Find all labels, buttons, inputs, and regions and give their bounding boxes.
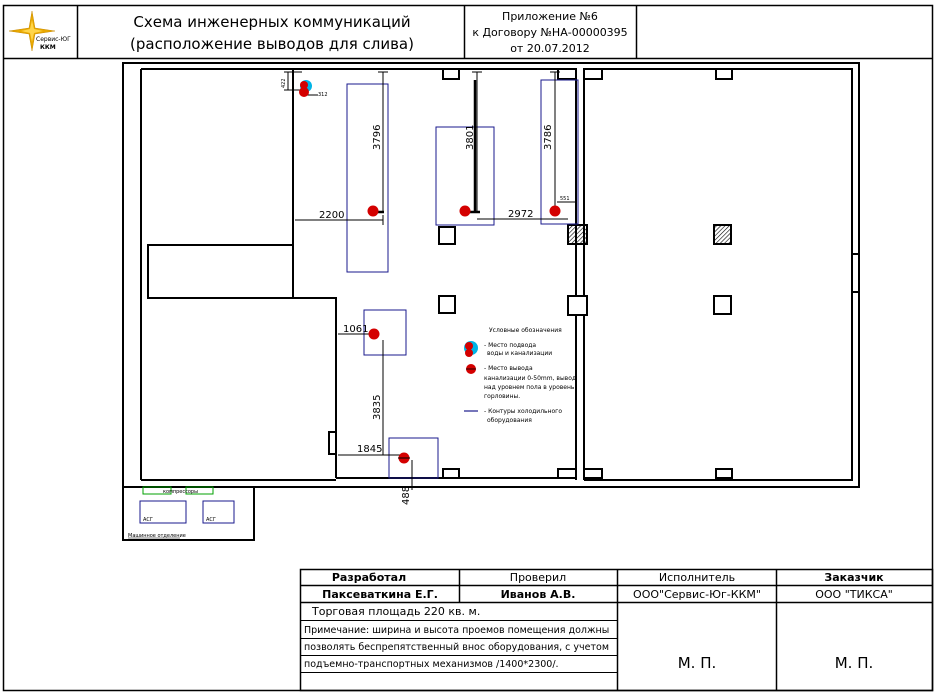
legend-item3-line2: оборудования	[487, 417, 532, 424]
outlet-marker	[299, 87, 309, 97]
note-line1: Примечание: ширина и высота проемов поме…	[304, 625, 609, 636]
outlet-marker	[459, 205, 471, 217]
wall-niches	[328, 68, 733, 479]
note-line2: позволять беспрепятственный внос оборудо…	[304, 642, 609, 653]
column-4	[438, 295, 456, 314]
outer-wall	[122, 62, 860, 488]
legend-supply-red2-icon	[465, 349, 473, 357]
right-room-wall	[584, 68, 853, 481]
machine-room: компрессоры АСГ АСГ Машинное отделение	[122, 486, 255, 541]
legend-item1-line1: - Место подвода	[484, 342, 536, 349]
legend-item1-line2: воды и канализации	[487, 350, 552, 357]
niche-2	[557, 68, 577, 80]
stamp-left: М. П.	[678, 654, 717, 672]
column-3	[713, 224, 732, 245]
niche-left	[328, 431, 337, 455]
legend-item2-line2: канализации 0-50mm, вывод	[484, 375, 576, 382]
checked-name: Иванов А.В.	[501, 588, 576, 601]
compressor-box-right	[185, 486, 214, 495]
checked-label: Проверил	[510, 571, 566, 584]
compressor-label: компрессоры	[163, 489, 198, 495]
equipment-3	[540, 79, 579, 225]
outlet-marker	[300, 81, 308, 89]
outlets	[299, 80, 561, 464]
unit-label-right: АСГ	[206, 517, 216, 523]
dimension-lines	[284, 71, 575, 490]
dim-422: 422	[281, 78, 287, 88]
dim-1061: 1061	[343, 324, 368, 335]
company-logo: Сервис-ЮГ ККМ	[8, 10, 71, 52]
executor-label: Исполнитель	[659, 571, 735, 584]
dim-551: 551	[560, 196, 570, 202]
developed-name: Паксеваткина Е.Г.	[322, 588, 438, 601]
columns	[438, 224, 732, 316]
dim-2200: 2200	[319, 210, 344, 221]
dim-3835: 3835	[372, 395, 383, 420]
right-notch	[852, 253, 860, 293]
outlet-marker	[368, 328, 380, 340]
niche-8	[715, 468, 733, 479]
title-table	[299, 568, 934, 692]
legend-item2-line3: над уровнем пола в уровень	[484, 384, 575, 391]
dim-3786: 3786	[543, 125, 554, 150]
dim-3801: 3801	[465, 125, 476, 150]
equipment-2	[435, 126, 495, 226]
niche-1	[442, 68, 460, 80]
dim-488: 488	[401, 486, 412, 505]
legend-item3-line1: - Контуры холодильного	[484, 408, 562, 415]
compressor-box-left	[142, 486, 172, 495]
unit-box-right	[202, 500, 235, 524]
area-text: Торговая площадь 220 кв. м.	[311, 605, 480, 618]
equipment-4	[363, 309, 407, 356]
dim-2972: 2972	[508, 209, 533, 220]
column-5	[567, 295, 588, 316]
stamp-right: М. П.	[835, 654, 874, 672]
star-inner-icon	[21, 20, 43, 42]
appendix-line1: Приложение №6	[502, 10, 598, 23]
outlet-marker	[367, 205, 379, 217]
legend-item2-line4: горловины.	[484, 393, 520, 400]
niche-4	[715, 68, 733, 80]
title-line1: Схема инженерных коммуникаций	[133, 13, 410, 31]
legend-item2-line1: - Место вывода	[484, 365, 533, 372]
customer-name: ООО "ТИКСА"	[815, 588, 893, 601]
legend-supply-red-icon	[465, 342, 473, 350]
unit-label-left: АСГ	[143, 517, 153, 523]
dim-312: 312	[318, 92, 328, 98]
niche-5	[442, 468, 460, 479]
legend: Условные обозначения - Место подвода вод…	[464, 327, 576, 424]
equipment-contours	[346, 79, 579, 479]
equipment-1	[346, 83, 389, 273]
niche-3	[583, 68, 603, 80]
title-line2: (расположение выводов для слива)	[130, 35, 414, 53]
dim-1845: 1845	[357, 444, 382, 455]
appendix-line2: к Договору №НА-00000395	[472, 26, 627, 39]
equipment-5	[388, 437, 439, 479]
column-6	[713, 295, 732, 315]
partition-step	[147, 244, 337, 478]
developed-label: Разработал	[332, 571, 406, 584]
column-2	[567, 224, 588, 245]
unit-box-left	[139, 500, 187, 524]
niche-7	[583, 468, 603, 479]
pipe-lines	[373, 80, 480, 214]
outlet-marker	[549, 205, 561, 217]
logo-line1: Сервис-ЮГ	[36, 36, 71, 43]
column-1	[438, 226, 456, 245]
customer-label: Заказчик	[824, 571, 884, 584]
legend-title: Условные обозначения	[489, 327, 562, 334]
niche-6	[557, 468, 577, 479]
dim-3796: 3796	[372, 125, 383, 150]
note-line3: подъемно-транспортных механизмов /1400*2…	[304, 659, 559, 670]
logo-line2: ККМ	[40, 44, 56, 51]
appendix-line3: от 20.07.2012	[510, 42, 590, 55]
machine-room-label: Машинное отделение	[128, 533, 186, 539]
executor-name: ООО"Сервис-Юг-ККМ"	[633, 588, 761, 601]
